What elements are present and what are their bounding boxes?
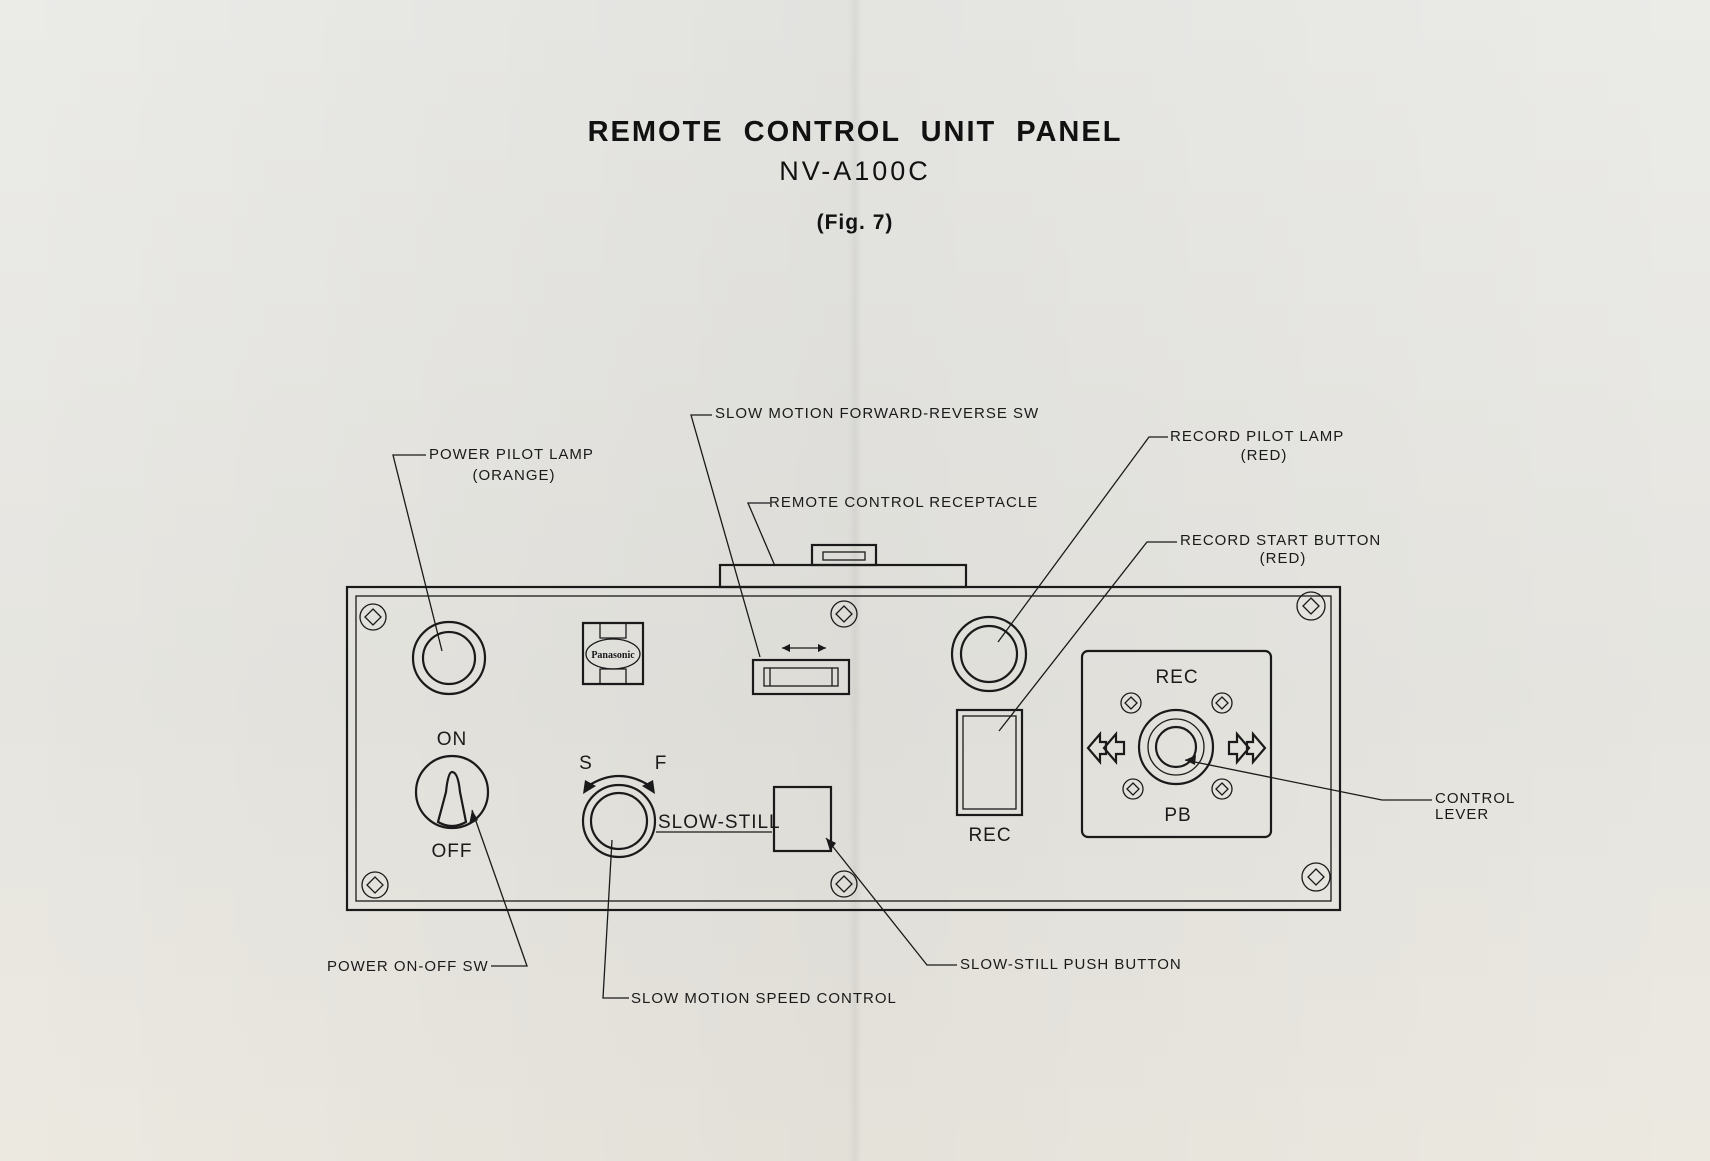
lever-pb-label: PB [1164,805,1191,826]
power-toggle-switch[interactable]: ON OFF [414,729,490,862]
callout-control-lever-2: LEVER [1435,806,1489,823]
callout-slow-motion-speed: SLOW MOTION SPEED CONTROL [631,990,897,1007]
callout-power-pilot-lamp-color: (ORANGE) [473,467,556,484]
screw-icon [830,870,858,898]
slow-still-push-button[interactable] [772,785,833,853]
callout-record-start-button: RECORD START BUTTON [1180,532,1381,549]
callout-record-pilot-lamp-color: (RED) [1241,447,1288,464]
lever-rec-label: REC [1155,667,1198,688]
screw-icon [1301,862,1331,892]
rec-button-label: REC [968,825,1011,846]
model-number: NV-A100C [779,156,931,186]
forward-reverse-switch[interactable] [751,644,851,696]
diagram-title: REMOTE CONTROL UNIT PANEL [587,116,1123,148]
logo-text: Panasonic [591,650,635,661]
slow-still-label: SLOW-STILL [658,812,781,833]
speed-control-knob[interactable]: S F [579,753,668,859]
leader-lines [392,414,1432,999]
record-start-button[interactable] [955,708,1024,817]
screw-icon [1296,591,1326,621]
fast-mark: F [655,753,668,774]
screw-icon [830,600,858,628]
screw-icon [359,603,387,631]
record-pilot-lamp [950,615,1028,693]
figure-number: (Fig. 7) [816,211,894,234]
screw-icon [361,871,389,899]
off-label: OFF [432,841,473,862]
callout-forward-reverse-sw: SLOW MOTION FORWARD-REVERSE SW [715,405,1039,422]
slow-mark: S [579,753,593,774]
callout-remote-receptacle: REMOTE CONTROL RECEPTACLE [769,494,1038,511]
panel-frame [345,585,1342,912]
callout-record-start-button-color: (RED) [1260,550,1307,567]
callout-slow-still-push: SLOW-STILL PUSH BUTTON [960,956,1182,973]
control-lever[interactable]: REC PB [1080,649,1273,839]
callout-record-pilot-lamp: RECORD PILOT LAMP [1170,428,1344,445]
remote-receptacle [718,543,968,589]
callout-power-pilot-lamp: POWER PILOT LAMP [429,446,594,463]
on-label: ON [437,729,468,750]
power-pilot-lamp [411,620,487,696]
callout-control-lever-1: CONTROL [1435,790,1515,807]
panasonic-logo: Panasonic [581,621,645,686]
callout-power-on-off-sw: POWER ON-OFF SW [327,958,489,975]
